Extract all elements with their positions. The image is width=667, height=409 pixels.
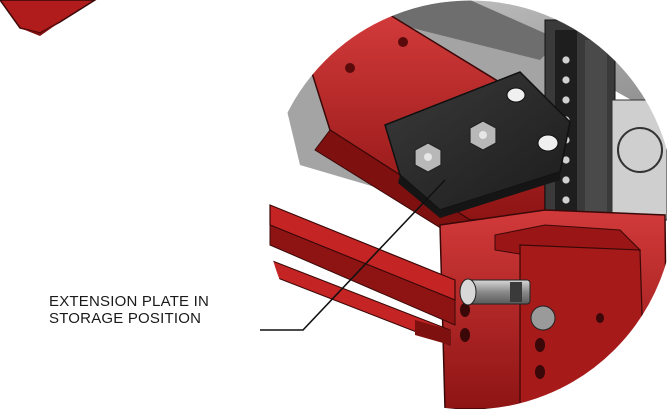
detail-view-circle [265, 0, 667, 409]
callout-line-1: EXTENSION PLATE IN [49, 293, 210, 310]
hitch-pin [459, 278, 556, 331]
callout-line-2: STORAGE POSITION [49, 310, 202, 327]
frame-rails [269, 204, 456, 346]
extension-plate-callout: EXTENSION PLATE IN STORAGE POSITION [49, 293, 209, 327]
adjacent-view-fragment [0, 0, 97, 36]
callout-leader-line [260, 179, 446, 331]
